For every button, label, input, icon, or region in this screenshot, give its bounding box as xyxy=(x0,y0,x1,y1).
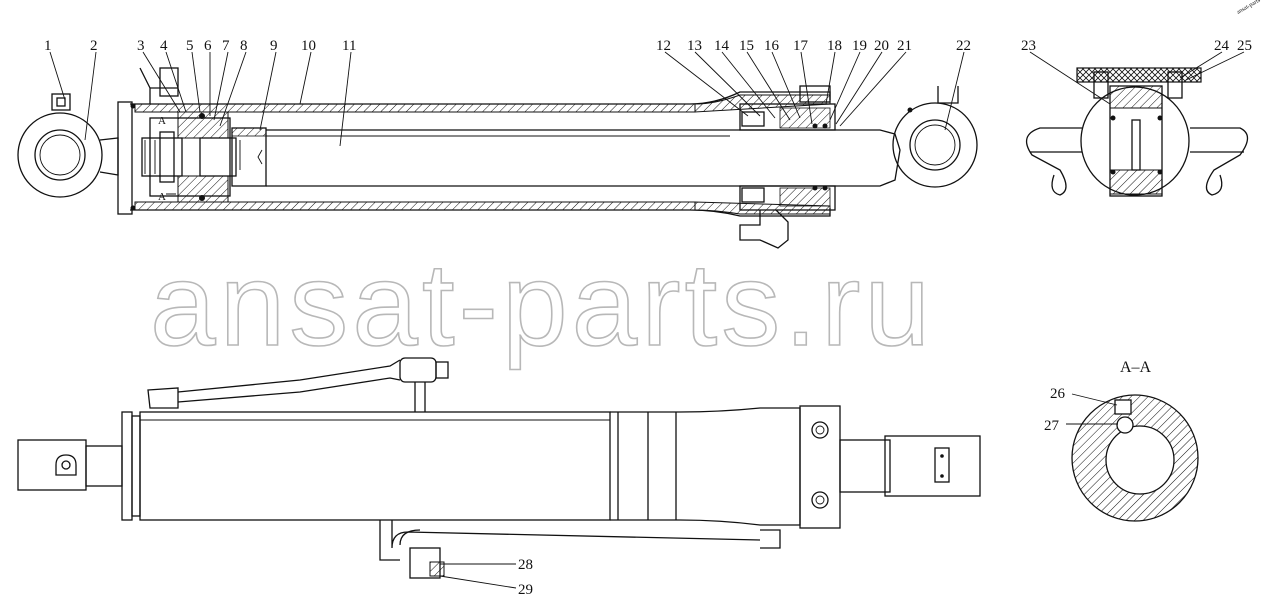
callout-23: 23 xyxy=(1021,38,1036,54)
callout-12: 12 xyxy=(656,38,671,54)
callout-2: 2 xyxy=(90,38,98,54)
corner-note: ansat-parts xyxy=(1236,0,1262,16)
callout-6: 6 xyxy=(204,38,212,54)
section-mark-top: A xyxy=(158,115,166,127)
callout-26: 26 xyxy=(1050,386,1066,402)
callout-1: 1 xyxy=(44,38,52,54)
callout-17: 17 xyxy=(793,38,809,54)
watermark-text: ansat-parts.ru xyxy=(150,239,934,371)
callout-9: 9 xyxy=(270,38,278,54)
callout-25: 25 xyxy=(1237,38,1252,54)
callout-29: 29 xyxy=(518,582,533,598)
callout-27: 27 xyxy=(1044,418,1060,434)
callout-8: 8 xyxy=(240,38,248,54)
exterior-view xyxy=(17,357,981,579)
section-mark-bottom: A xyxy=(158,191,166,203)
leader-lines xyxy=(49,51,1245,589)
callout-3: 3 xyxy=(137,38,145,54)
sectional-view xyxy=(17,67,978,249)
callout-numbers: 1 2 3 4 5 6 7 8 9 10 11 12 13 14 15 16 1… xyxy=(44,38,1252,598)
callout-24: 24 xyxy=(1214,38,1230,54)
left-eye-bore xyxy=(34,129,86,181)
callout-21: 21 xyxy=(897,38,912,54)
section-label: A–A xyxy=(1120,359,1152,376)
callout-14: 14 xyxy=(714,38,730,54)
callout-19: 19 xyxy=(852,38,867,54)
callout-13: 13 xyxy=(687,38,702,54)
callout-20: 20 xyxy=(874,38,889,54)
callout-28: 28 xyxy=(518,557,533,573)
callout-16: 16 xyxy=(764,38,780,54)
callout-18: 18 xyxy=(827,38,842,54)
callout-22: 22 xyxy=(956,38,971,54)
callout-15: 15 xyxy=(739,38,754,54)
callout-7: 7 xyxy=(222,38,230,54)
left-eye-outer xyxy=(17,112,103,198)
callout-10: 10 xyxy=(301,38,316,54)
callout-5: 5 xyxy=(186,38,194,54)
callout-4: 4 xyxy=(160,38,168,54)
callout-11: 11 xyxy=(342,38,356,54)
end-view xyxy=(1025,67,1249,197)
section-a-a: A–A xyxy=(1071,359,1199,522)
